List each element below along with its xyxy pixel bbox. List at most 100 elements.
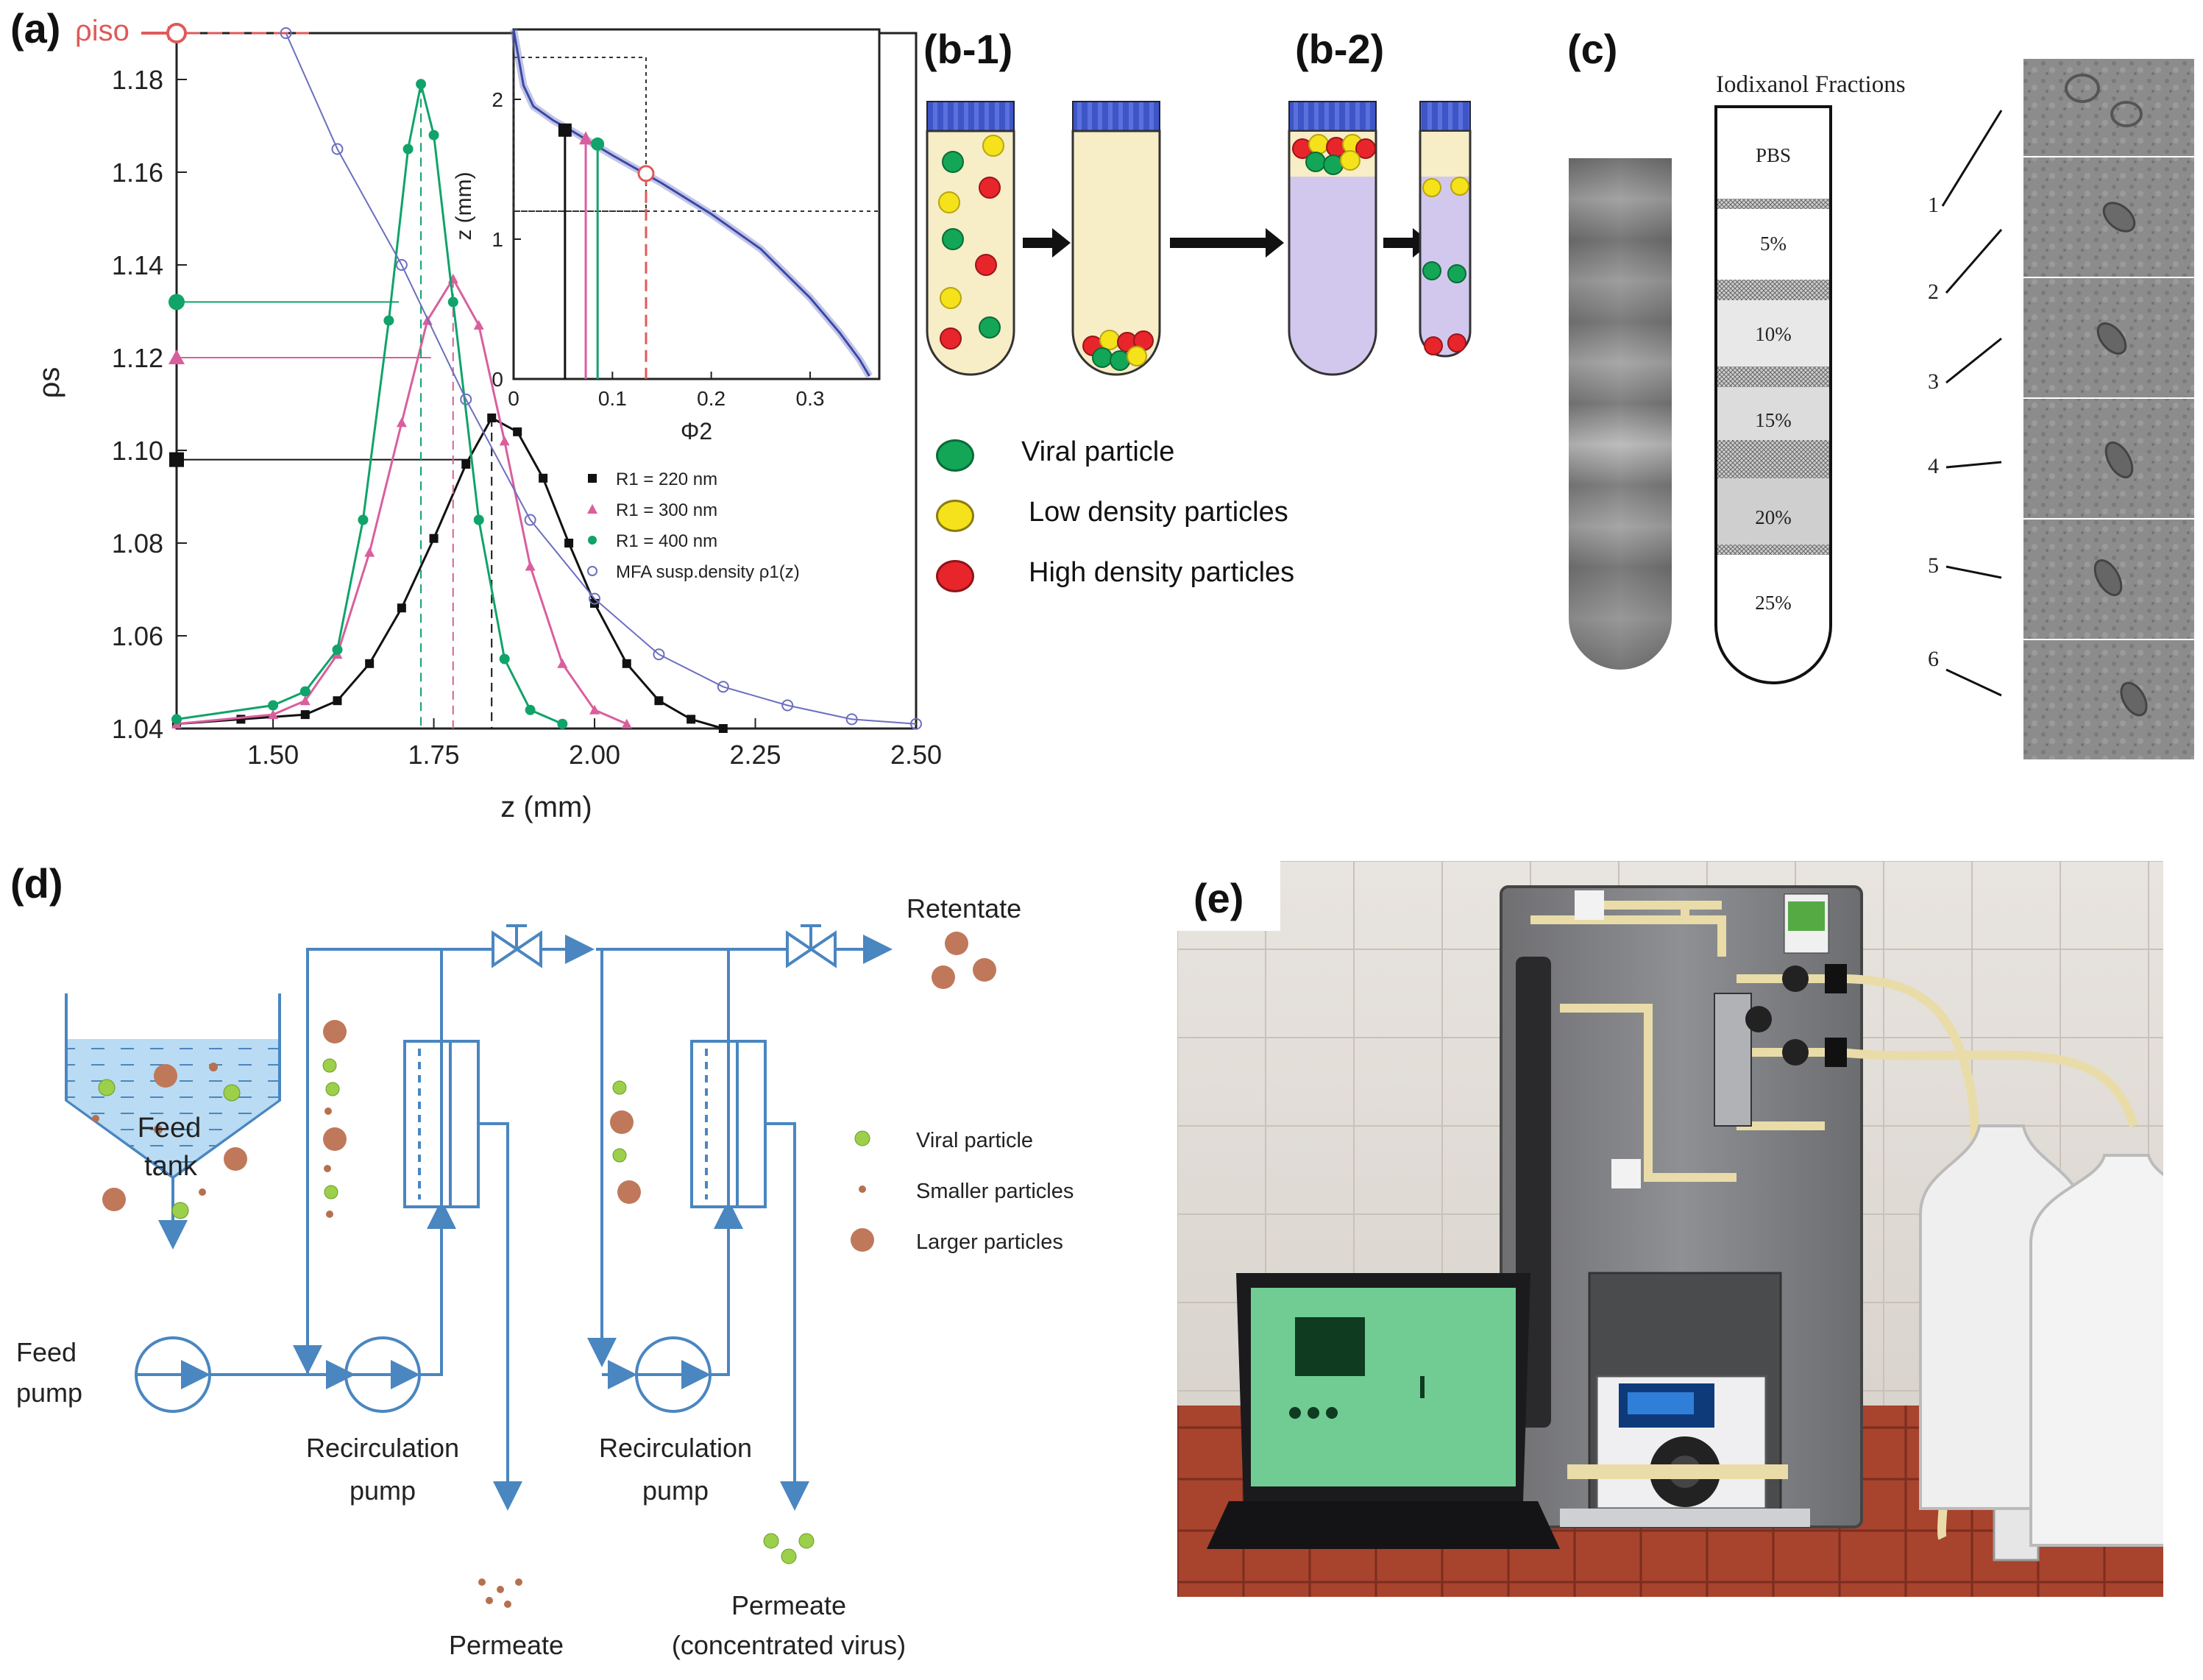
point-r400: [428, 130, 439, 141]
point-r300: [525, 561, 536, 571]
fraction-pbs: PBS: [1756, 144, 1791, 166]
legend-d-smaller: Smaller particles: [916, 1180, 1074, 1203]
panel-d-diagram: Viral particle Smaller particles Larger …: [16, 893, 1074, 1660]
legend-marker-r220: [588, 474, 597, 483]
y-axis-label: ρs: [33, 367, 65, 399]
recirc-pump1-label-1: Recirculation: [306, 1433, 459, 1463]
point-r220: [513, 427, 522, 436]
point-r220: [461, 459, 471, 469]
legend-d-larger: Larger particles: [916, 1230, 1063, 1254]
panel-b2-label: (b-2): [1295, 26, 1385, 72]
panel-c-figure: Iodixanol Fractions PBS 5% 10% 15% 20% 2…: [1569, 59, 2194, 759]
y-tick-label: 1.10: [112, 436, 163, 466]
point-r400: [402, 143, 414, 155]
series-line-mfa: [285, 32, 917, 725]
point-r300: [396, 417, 407, 428]
point-mfa: [717, 681, 729, 693]
inset-marker-2: [591, 137, 605, 151]
point-r220: [429, 534, 439, 543]
inset-y-tick-label: 0: [492, 368, 503, 391]
feed-tank-label-1: Feed: [138, 1113, 202, 1144]
inset-guide-box: [513, 57, 647, 212]
point-r300: [268, 709, 279, 720]
series-line-r300: [176, 276, 628, 726]
point-mfa: [910, 717, 922, 730]
em-number-2: 2: [1928, 280, 1939, 304]
permeate2-label-2: (concentrated virus): [672, 1630, 906, 1660]
point-r300: [589, 704, 600, 715]
tube-b2-separated: [1419, 101, 1472, 358]
point-r400: [383, 315, 394, 326]
x-tick-label: 1.50: [247, 740, 299, 770]
pipe1-particles: [322, 1020, 347, 1218]
point-r400: [358, 514, 369, 525]
point-mfa: [280, 27, 292, 39]
panel-e-label: (e): [1193, 875, 1244, 921]
fraction-5: 5%: [1760, 233, 1787, 255]
point-r400: [268, 700, 279, 711]
fraction-25: 25%: [1755, 592, 1792, 614]
point-mfa: [395, 259, 408, 271]
retentate-particles: [932, 932, 996, 989]
inset-x-tick-label: 0.2: [697, 387, 726, 410]
x-tick-label: 2.00: [569, 740, 620, 770]
iodixanol-fraction-tube: [1714, 105, 1832, 684]
fraction-10: 10%: [1755, 323, 1792, 345]
point-r220: [539, 473, 548, 483]
inset-marker-0: [558, 123, 572, 137]
legend-label-high-density: High density particles: [1029, 557, 1295, 588]
point-r220: [564, 539, 574, 547]
legend-d-viral: Viral particle: [916, 1129, 1033, 1152]
inset-y-tick-label: 2: [492, 88, 503, 111]
recirc-pump2-label-1: Recirculation: [599, 1433, 752, 1463]
y-tick-label: 1.18: [112, 65, 163, 95]
inset-y-axis-label: z (mm): [452, 171, 476, 240]
arrow-b1: [1023, 228, 1071, 258]
gradient-tube-photo: [1569, 158, 1672, 670]
x-axis-label: z (mm): [500, 791, 592, 823]
em-number-5: 5: [1928, 553, 1939, 578]
point-r300: [557, 658, 568, 668]
x-tick-label: 2.25: [729, 740, 781, 770]
point-r220: [687, 715, 696, 724]
x-tick-label: 2.50: [890, 740, 942, 770]
point-r220: [300, 710, 310, 720]
point-r300: [364, 547, 375, 557]
point-r220: [365, 659, 375, 668]
legend-label-mfa: MFA susp.density ρ1(z): [616, 562, 800, 582]
tube-b1-pelleted: [1071, 101, 1161, 376]
legend-marker-mfa: [587, 566, 597, 576]
legend-label-low-density: Low density particles: [1029, 497, 1288, 528]
panel-b1-label: (b-1): [923, 26, 1013, 72]
point-r400: [557, 718, 568, 729]
inset-marker-3: [637, 165, 655, 182]
arrow-b-center: [1170, 228, 1284, 258]
inset-y-tick-label: 1: [492, 228, 503, 251]
point-mfa: [589, 592, 601, 605]
panel-d-label: (d): [10, 860, 63, 907]
feed-tank-fluid: [68, 1039, 278, 1176]
inset-x-tick-label: 0: [508, 387, 519, 410]
feed-pump-label-2: pump: [16, 1378, 82, 1408]
fraction-20: 20%: [1755, 506, 1792, 528]
point-r220: [654, 696, 664, 706]
panel-c-label: (c): [1567, 26, 1618, 72]
point-r300: [499, 436, 510, 446]
point-mfa: [331, 143, 344, 155]
carboy-right: [2029, 1154, 2163, 1547]
iso-open-circle: [166, 23, 187, 43]
point-r400: [473, 514, 484, 525]
em-image-strip: [2023, 59, 2194, 759]
iodixanol-title: Iodixanol Fractions: [1716, 71, 1906, 98]
feed-pump-label-1: Feed: [16, 1337, 77, 1367]
em-number-1: 1: [1928, 193, 1939, 217]
point-r400: [171, 714, 182, 725]
em-leader-lines: [1941, 110, 2003, 697]
legend-marker-r300: [587, 504, 597, 514]
legend-swatch-viral: [936, 439, 974, 472]
pipe2-particles: [610, 1080, 641, 1204]
permeate2-label-1: Permeate: [731, 1590, 846, 1620]
permeate1-label: Permeate: [449, 1630, 564, 1660]
panel-e-photo: (e): [1177, 861, 2163, 1597]
